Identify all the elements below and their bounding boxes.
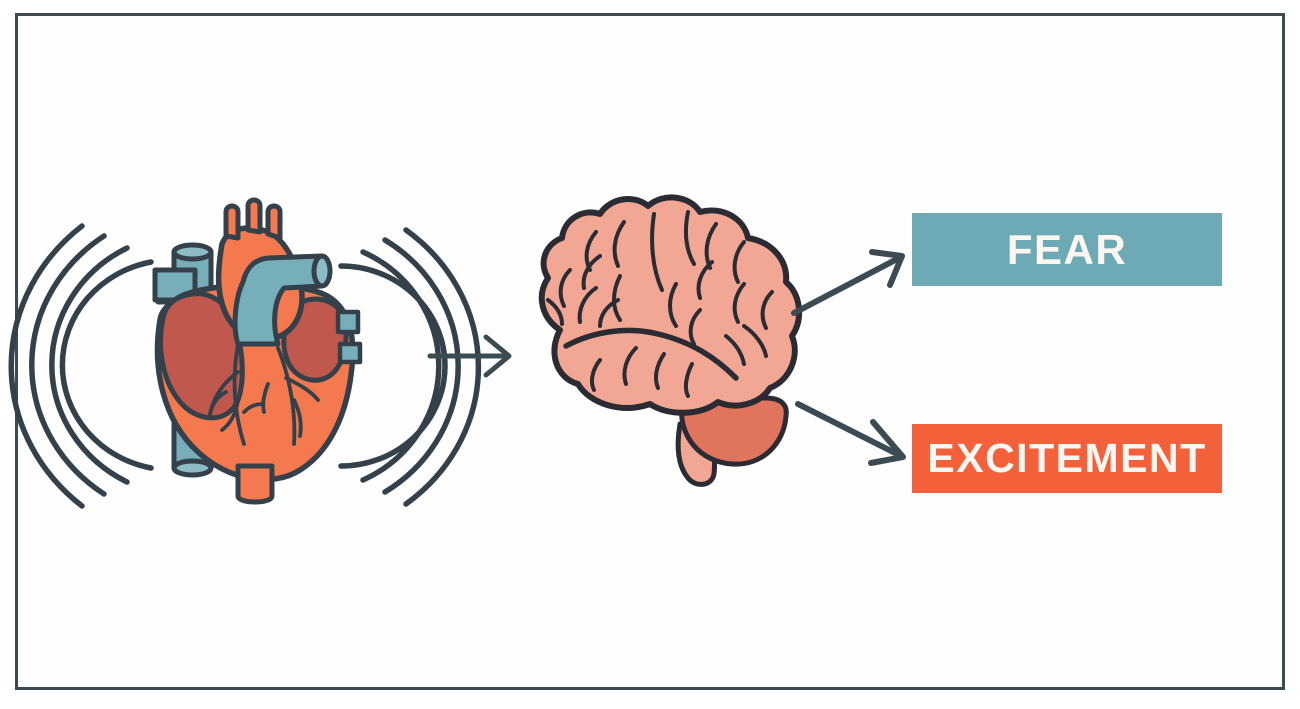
brain-icon — [538, 194, 803, 487]
heart-pulse-arcs-left — [8, 223, 154, 509]
outcome-label-fear: FEAR — [1006, 225, 1128, 273]
arrow-brain-to-excitement — [795, 401, 906, 466]
outcome-box-excitement[interactable]: EXCITEMENT — [912, 424, 1222, 493]
outcome-label-excitement: EXCITEMENT — [927, 435, 1207, 481]
heart-pulse-arcs-right — [338, 227, 482, 507]
arrow-heart-to-brain — [427, 334, 512, 378]
arrow-brain-to-fear — [791, 249, 905, 316]
outcome-box-fear[interactable]: FEAR — [912, 213, 1222, 286]
anatomical-heart-icon — [152, 197, 363, 505]
